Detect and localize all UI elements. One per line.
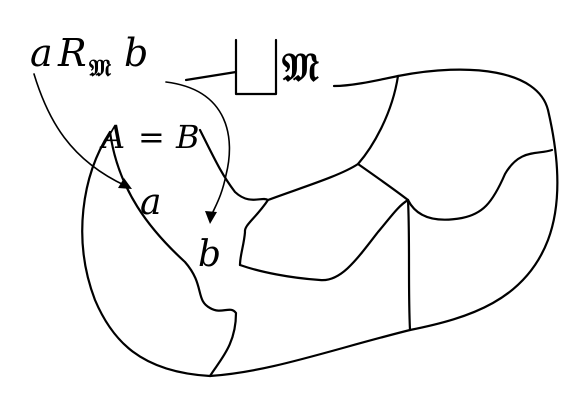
relation-subscript: 𝔐: [89, 53, 112, 82]
equation-A: A: [99, 118, 125, 156]
union-symbol-group: 𝔐: [184, 38, 319, 96]
relation-left-var: a: [30, 31, 53, 75]
arrow-to-b: [165, 81, 231, 215]
border-right-region: [406, 148, 554, 221]
union-leader-line: [184, 70, 238, 82]
relation-label: a R 𝔐 b: [30, 31, 148, 82]
union-bracket: [234, 38, 278, 96]
outer-boundary: [81, 68, 559, 378]
point-labels: a b: [140, 182, 221, 275]
union-symbol-label: 𝔐: [282, 44, 319, 91]
point-b-label: b: [198, 234, 221, 275]
relation-R: R: [57, 31, 87, 75]
equation-eq: =: [138, 118, 165, 156]
border-middle-region: [238, 198, 410, 282]
border-b-region: [108, 130, 238, 378]
arrows: [33, 73, 231, 224]
arrow-to-b-head: [205, 211, 217, 224]
arrow-to-a-head: [118, 178, 132, 189]
relation-right-var: b: [124, 31, 148, 75]
equation-label: A = B: [99, 118, 200, 156]
border-stem: [238, 198, 270, 267]
point-a-label: a: [140, 182, 161, 223]
equation-B: B: [175, 118, 200, 156]
border-inner-diagonal: [356, 162, 412, 332]
outer-boundary-left-bottom: [81, 68, 559, 378]
arrow-to-a: [33, 73, 127, 187]
